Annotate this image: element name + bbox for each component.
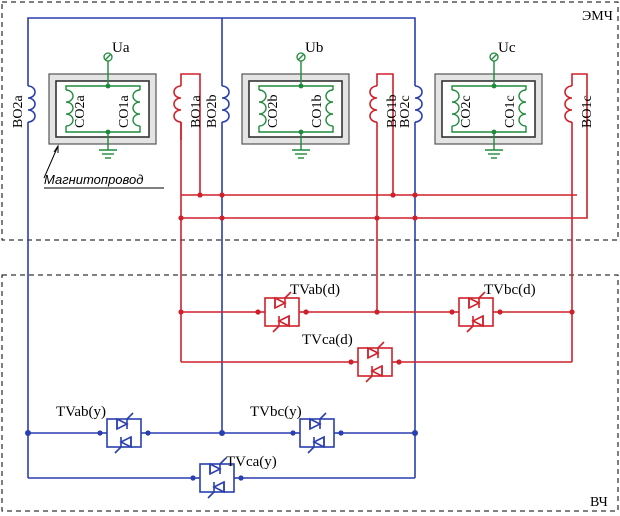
label-uc: Uc <box>498 40 516 56</box>
coil-bo1b <box>369 85 378 123</box>
label-co2b: CO2b <box>266 95 281 128</box>
label-bo2c: BO2c <box>398 95 413 128</box>
label-tvca-y: TVca(y) <box>226 454 277 470</box>
red-network <box>173 73 588 365</box>
label-co1a: CO1a <box>117 95 132 128</box>
emc-zone-label: ЭМЧ <box>582 9 613 24</box>
label-tvbc-y: TVbc(y) <box>250 404 302 420</box>
core-b <box>241 73 350 145</box>
core-pointer <box>43 144 59 179</box>
label-ua: Ua <box>112 40 130 56</box>
green-windings <box>65 60 527 159</box>
label-tvbc-d: TVbc(d) <box>484 282 536 298</box>
label-ub: Ub <box>305 40 323 56</box>
label-bo2a: BO2a <box>11 95 26 128</box>
coil-bo1c <box>564 85 573 123</box>
core-label: Магнитопровод <box>44 172 143 187</box>
label-co2c: CO2c <box>459 95 474 128</box>
coil-bo1a <box>173 85 182 123</box>
coil-bo2a <box>27 85 36 123</box>
label-bo1b: BO1b <box>385 95 400 128</box>
core-c <box>434 73 543 145</box>
hf-zone-box <box>1 274 619 512</box>
label-tvca-d: TVca(d) <box>302 332 353 348</box>
emc-zone-box <box>1 1 619 241</box>
label-bo1c: BO1c <box>580 95 595 128</box>
label-tvab-y: TVab(y) <box>56 404 106 420</box>
triac-tvbc-d <box>451 291 501 333</box>
hf-zone-label: ВЧ <box>590 495 608 510</box>
blue-network <box>25 17 423 481</box>
triac-tvab-d <box>257 291 307 333</box>
label-co1c: CO1c <box>503 95 518 128</box>
coil-bo2c <box>414 85 423 123</box>
label-bo1a: BO1a <box>189 95 204 128</box>
label-co2a: CO2a <box>73 95 88 128</box>
triac-tvab-y <box>99 412 149 454</box>
vertical-labels: CO2a CO1a CO2b CO1b CO2c CO1c BO2a BO1a … <box>11 95 595 128</box>
coil-bo2b <box>221 85 230 123</box>
label-co1b: CO1b <box>310 95 325 128</box>
label-tvab-d: TVab(d) <box>290 282 340 298</box>
label-bo2b: BO2b <box>205 95 220 128</box>
core-a <box>48 73 157 145</box>
triac-tvca-d <box>350 341 400 383</box>
green-terminals <box>103 52 499 135</box>
